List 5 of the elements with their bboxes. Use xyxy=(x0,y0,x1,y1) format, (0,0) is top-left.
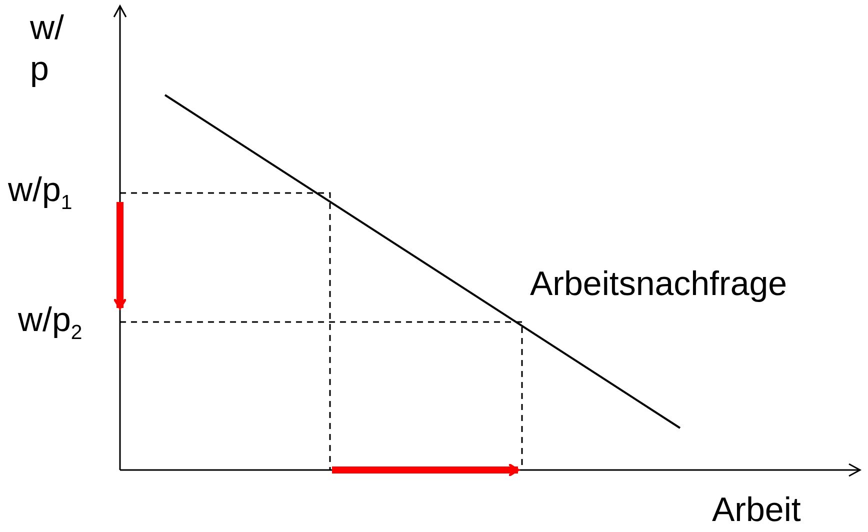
curve-label: Arbeitsnachfrage xyxy=(530,264,788,305)
axis-label: w/ p xyxy=(30,8,65,90)
tick-label: w/p$_{1}$ xyxy=(8,170,72,216)
tick-label: w/p$_{2}$ xyxy=(18,300,82,346)
axis-label: Arbeit xyxy=(712,490,801,531)
